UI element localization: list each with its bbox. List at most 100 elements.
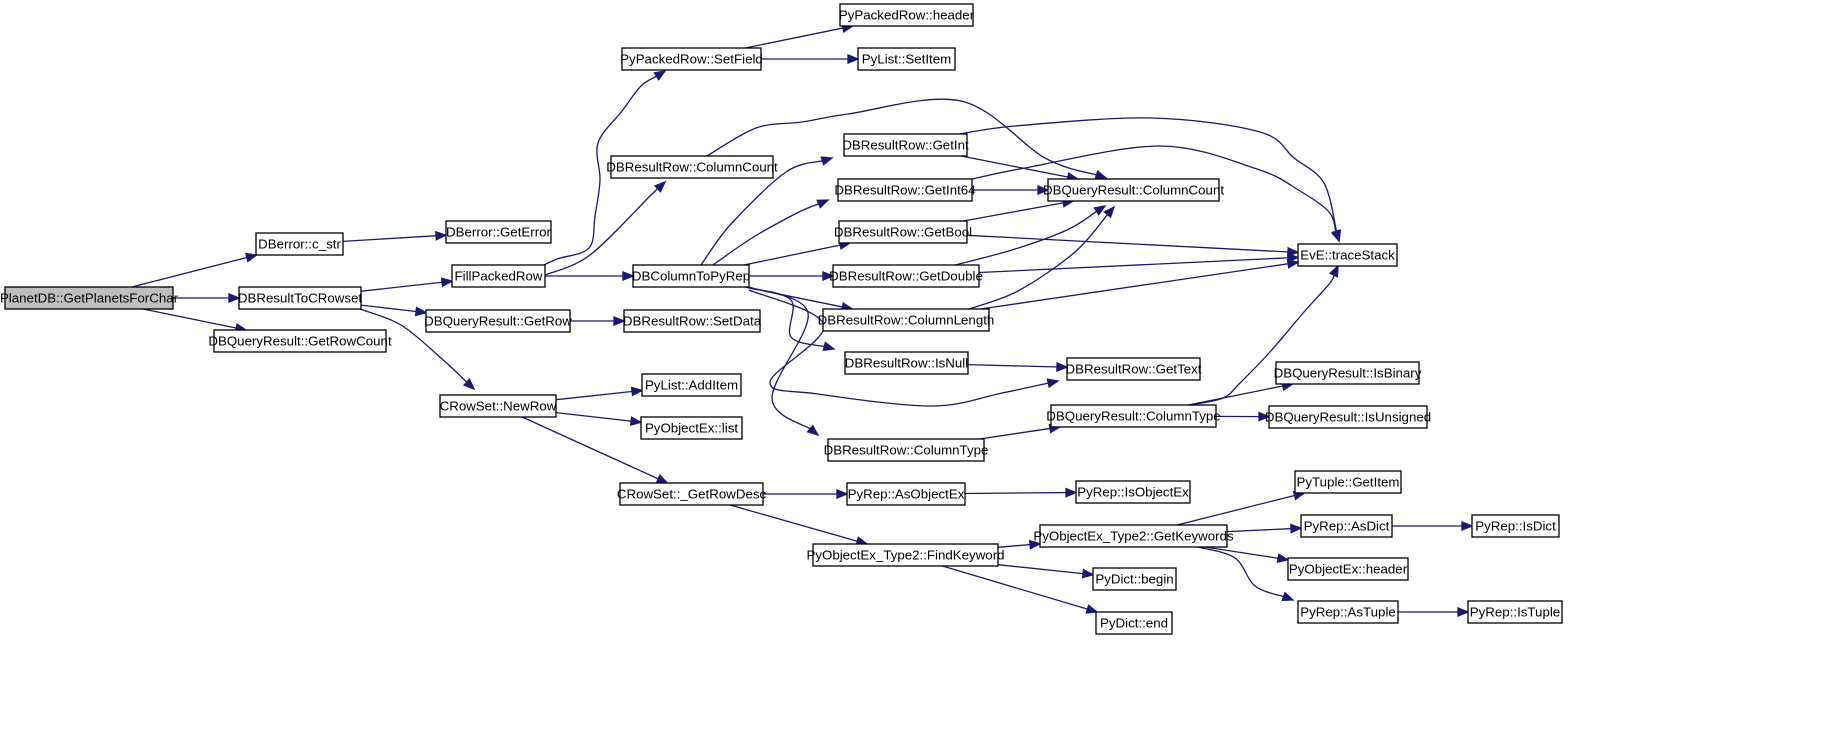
node-dberror-c-str[interactable]: DBerror::c_str xyxy=(255,232,344,256)
node-crowset-newrow[interactable]: CRowSet::NewRow xyxy=(439,394,557,418)
edge-line xyxy=(997,564,1085,575)
node-label: PyObjectEx::header xyxy=(1289,562,1408,577)
arrow-head xyxy=(1286,258,1300,269)
node-pyobjectex-header[interactable]: PyObjectEx::header xyxy=(1287,557,1409,581)
node-pytuple-getitem[interactable]: PyTuple::GetItem xyxy=(1294,470,1402,494)
arrow-head xyxy=(653,70,667,81)
edge-line xyxy=(1204,546,1280,560)
node-dbcolumntopyrep[interactable]: DBColumnToPyRep xyxy=(632,264,750,288)
node-label: DBQueryResult::IsUnsigned xyxy=(1265,410,1431,425)
node-dbresultrow-columnlength[interactable]: DBResultRow::ColumnLength xyxy=(818,308,995,332)
edge-n30-n39 xyxy=(1197,546,1295,601)
arrow-head xyxy=(1065,487,1078,498)
arrow-head xyxy=(1056,362,1069,372)
arrow-head xyxy=(1328,264,1339,278)
node-dbresultrow-isnull[interactable]: DBResultRow::IsNull xyxy=(844,351,969,375)
edge-n39-n41 xyxy=(1398,607,1470,617)
arrow-head xyxy=(1085,604,1099,614)
node-dbresultrow-setdata[interactable]: DBResultRow::SetData xyxy=(623,309,762,333)
node-box xyxy=(1300,514,1393,538)
edge-n0-n2 xyxy=(173,293,241,303)
edge-n10-n20 xyxy=(749,271,835,281)
node-pypackedrow-header[interactable]: PyPackedRow::header xyxy=(839,3,975,27)
node-dbqueryresult-getrow[interactable]: DBQueryResult::GetRow xyxy=(424,309,572,333)
node-eve-tracestack[interactable]: EvE::traceStack xyxy=(1297,243,1398,267)
node-pylist-additem[interactable]: PyList::AddItem xyxy=(641,373,742,397)
node-label: DBerror::GetError xyxy=(446,225,551,240)
node-box xyxy=(1294,470,1402,494)
edge-line xyxy=(555,411,633,422)
node-pyrep-asdict[interactable]: PyRep::AsDict xyxy=(1300,514,1393,538)
arrow-head xyxy=(836,489,849,499)
node-pyobjectex-list[interactable]: PyObjectEx::list xyxy=(640,416,743,440)
node-dbresultrow-gettext[interactable]: DBResultRow::GetText xyxy=(1066,357,1202,381)
node-crowset-getrowdesc[interactable]: CRowSet::_GetRowDesc xyxy=(617,482,767,506)
node-box xyxy=(1471,514,1560,538)
node-box xyxy=(1075,480,1191,504)
node-dbresultrow-getint[interactable]: DBResultRow::GetInt xyxy=(842,133,969,157)
node-pyrep-isobjectex[interactable]: PyRep::IsObjectEx xyxy=(1075,480,1191,504)
node-label: PyPackedRow::SetField xyxy=(620,52,763,67)
edge-n10-n23 xyxy=(748,286,820,437)
arrow-head xyxy=(629,416,643,426)
node-dberror-geterror[interactable]: DBerror::GetError xyxy=(445,220,552,244)
node-pyobjectex-type2-findkeyword[interactable]: PyObjectEx_Type2::FindKeyword xyxy=(806,543,1005,567)
node-fillpackedrow[interactable]: FillPackedRow xyxy=(451,264,546,288)
arrow-head xyxy=(653,180,667,193)
edge-n25-n31 xyxy=(997,564,1095,579)
node-box xyxy=(1050,404,1217,428)
node-box xyxy=(846,482,966,506)
node-pyobjectex-type2-getkeywords[interactable]: PyObjectEx_Type2::GetKeywords xyxy=(1033,524,1234,548)
node-dbqueryresult-isunsigned[interactable]: DBQueryResult::IsUnsigned xyxy=(1265,405,1431,429)
edge-n5-n9 xyxy=(544,180,667,276)
node-dbqueryresult-isbinary[interactable]: DBQueryResult::IsBinary xyxy=(1274,361,1422,385)
edge-n20-n33 xyxy=(978,252,1300,274)
node-pyrep-asobjectex[interactable]: PyRep::AsObjectEx xyxy=(846,482,966,506)
edge-line xyxy=(942,565,1089,611)
arrow-head xyxy=(228,293,241,303)
node-box xyxy=(1047,178,1220,202)
edge-line xyxy=(1177,494,1296,526)
node-label: PyList::AddItem xyxy=(645,378,738,393)
node-box xyxy=(451,264,546,288)
node-box xyxy=(623,309,761,333)
node-dbresultrow-getint64[interactable]: DBResultRow::GetInt64 xyxy=(834,178,976,202)
edge-line xyxy=(966,234,1290,253)
edge-line xyxy=(539,75,658,268)
node-pyrep-istuple[interactable]: PyRep::IsTuple xyxy=(1467,600,1563,624)
node-pylist-setitem[interactable]: PyList::SetItem xyxy=(857,47,956,71)
node-dbresulttocrowset[interactable]: DBResultToCRowset xyxy=(238,286,362,310)
edge-line xyxy=(748,289,1050,407)
edge-n14-n24 xyxy=(763,489,849,499)
arrow-head xyxy=(414,306,428,317)
node-pydict-begin[interactable]: PyDict::begin xyxy=(1092,567,1177,591)
edge-n10-n19 xyxy=(743,240,852,266)
node-dbresultrow-getdouble[interactable]: DBResultRow::GetDouble xyxy=(829,264,983,288)
node-pydict-end[interactable]: PyDict::end xyxy=(1095,611,1173,635)
node-dbqueryresult-columncount[interactable]: DBQueryResult::ColumnCount xyxy=(1043,178,1224,202)
edge-n9-n26 xyxy=(706,98,1108,180)
edge-n28-n33 xyxy=(1188,264,1339,406)
node-pypackedrow-setfield[interactable]: PyPackedRow::SetField xyxy=(620,47,763,71)
node-label: PyRep::IsDict xyxy=(1475,519,1556,534)
arrow-head xyxy=(816,199,830,209)
node-dbresultrow-columncount[interactable]: DBResultRow::ColumnCount xyxy=(606,155,778,179)
node-dbqueryresult-columntype[interactable]: DBQueryResult::ColumnType xyxy=(1046,404,1221,428)
arrow-head xyxy=(1081,568,1095,579)
node-label: DBQueryResult::ColumnType xyxy=(1046,409,1220,424)
edge-n19-n26 xyxy=(963,198,1075,222)
node-box xyxy=(4,286,174,310)
node-dbqueryresult-getrowcount[interactable]: DBQueryResult::GetRowCount xyxy=(208,329,392,353)
node-dbresultrow-getbool[interactable]: DBResultRow::GetBool xyxy=(834,220,972,244)
node-dbresultrow-columntype[interactable]: DBResultRow::ColumnType xyxy=(824,438,989,462)
edge-n23-n28 xyxy=(979,423,1062,440)
arrow-head xyxy=(822,271,835,281)
node-pyrep-isdict[interactable]: PyRep::IsDict xyxy=(1471,514,1560,538)
edge-n10-n18 xyxy=(712,199,830,266)
node-label: PyRep::AsObjectEx xyxy=(848,487,965,502)
node-pyrep-astuple[interactable]: PyRep::AsTuple xyxy=(1297,600,1399,624)
node-planetdb-getplanetsforchar[interactable]: PlanetDB::GetPlanetsForChar xyxy=(0,286,179,310)
node-label: DBQueryResult::IsBinary xyxy=(1274,366,1422,381)
edge-n25-n30 xyxy=(997,539,1042,550)
node-label: DBerror::c_str xyxy=(258,237,341,252)
